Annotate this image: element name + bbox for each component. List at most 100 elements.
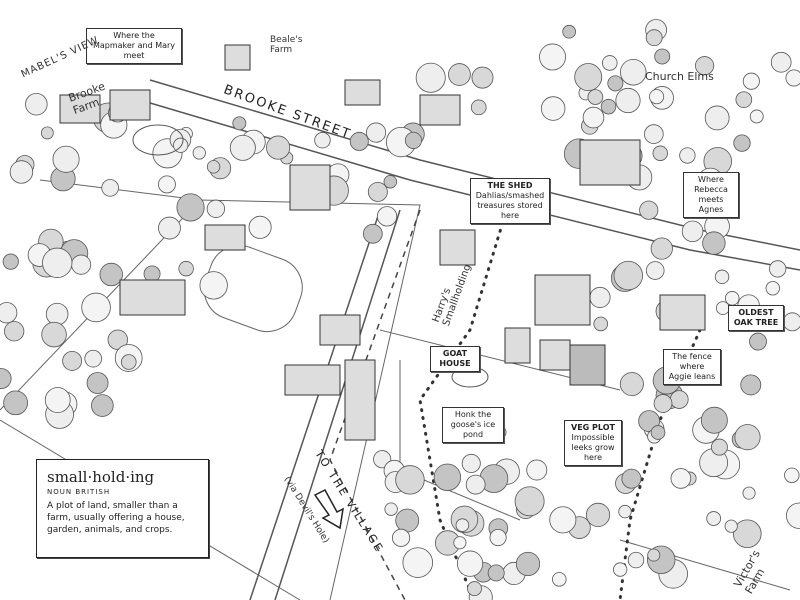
tree (724, 519, 738, 533)
tree (607, 75, 624, 92)
tree (645, 261, 665, 280)
tree (679, 147, 696, 164)
veg-title: VEG PLOT (571, 423, 615, 432)
tree (0, 368, 12, 390)
tree (25, 92, 48, 116)
tree (786, 502, 800, 529)
tree (433, 463, 462, 491)
tree (627, 551, 645, 569)
tree (391, 528, 411, 547)
tree (363, 223, 383, 244)
tree (702, 231, 726, 255)
tree (784, 467, 800, 483)
tree (540, 96, 566, 121)
definition-part-of-speech: NOUN BRITISH (47, 488, 111, 496)
tree (453, 536, 467, 550)
tree (645, 29, 663, 47)
tree (0, 302, 18, 324)
tree (40, 126, 54, 140)
tree (620, 58, 647, 86)
tree (515, 551, 541, 577)
tree (770, 51, 792, 73)
tree (735, 91, 753, 108)
tree (700, 406, 728, 434)
tree (585, 502, 611, 527)
tree (487, 564, 505, 582)
tree (644, 124, 664, 144)
tree (471, 66, 494, 89)
tree (173, 137, 189, 153)
definition-box: small·hold·ing NOUN BRITISH A plot of la… (36, 459, 209, 558)
tree (199, 271, 228, 300)
tree (384, 502, 398, 516)
tree (415, 62, 446, 93)
tree (695, 56, 715, 76)
tree (653, 394, 673, 413)
tree (314, 132, 331, 149)
tree (461, 453, 481, 473)
tree (470, 99, 487, 116)
veg-text: Impossible leeks grow here (571, 433, 615, 462)
tree (613, 562, 628, 577)
tree (654, 48, 671, 65)
tree (514, 486, 545, 517)
tree (248, 215, 272, 239)
tree (402, 547, 434, 578)
tree (266, 135, 291, 160)
definition-text: A plot of land, smaller than a farm, usu… (47, 501, 185, 535)
tree (84, 349, 103, 368)
tree (650, 237, 673, 260)
label-rebecca: Where Rebecca meets Agnes (683, 172, 739, 218)
tree (71, 254, 92, 275)
tree (206, 199, 226, 218)
definition-word: small·hold·ing (47, 468, 155, 486)
tree (724, 291, 740, 306)
tree (639, 200, 659, 220)
tree (120, 354, 137, 370)
label-church-elms: Church Elms (645, 70, 714, 83)
tree (489, 529, 507, 547)
tree (562, 24, 576, 39)
tree (749, 109, 764, 124)
trees (0, 19, 800, 600)
tree (86, 372, 109, 394)
tree (650, 425, 666, 440)
label-fence: The fence where Aggie leans (663, 349, 721, 385)
tree (649, 89, 665, 105)
tree (613, 260, 644, 291)
tree (740, 374, 762, 396)
tree (549, 506, 577, 534)
label-mapmaker: Where the Mapmaker and Mary meet (86, 28, 182, 64)
tree (742, 486, 756, 500)
tree (652, 145, 668, 161)
tree (448, 63, 471, 86)
label-honk-pond: Honk the goose's ice pond (442, 407, 504, 443)
tree (619, 372, 644, 397)
tree (467, 581, 482, 597)
shed-title: THE SHED (487, 181, 533, 190)
tree (670, 468, 692, 489)
tree (782, 312, 800, 332)
tree (44, 387, 71, 413)
tree (366, 122, 387, 143)
tree (582, 106, 605, 129)
tree (395, 508, 420, 533)
tree (91, 394, 114, 417)
tree (376, 206, 398, 227)
village-arrow-icon (313, 489, 344, 530)
tree (574, 63, 603, 91)
tree (600, 98, 617, 115)
tree (206, 160, 221, 174)
tree (765, 281, 780, 296)
tree (706, 511, 722, 526)
tree (742, 72, 760, 90)
tree (42, 247, 73, 278)
tree (704, 105, 730, 131)
label-goat-house: GOAT HOUSE (430, 346, 480, 372)
tree (455, 518, 470, 532)
tree (9, 160, 34, 184)
tree (589, 286, 611, 308)
tree (681, 220, 704, 243)
tree (404, 131, 422, 149)
